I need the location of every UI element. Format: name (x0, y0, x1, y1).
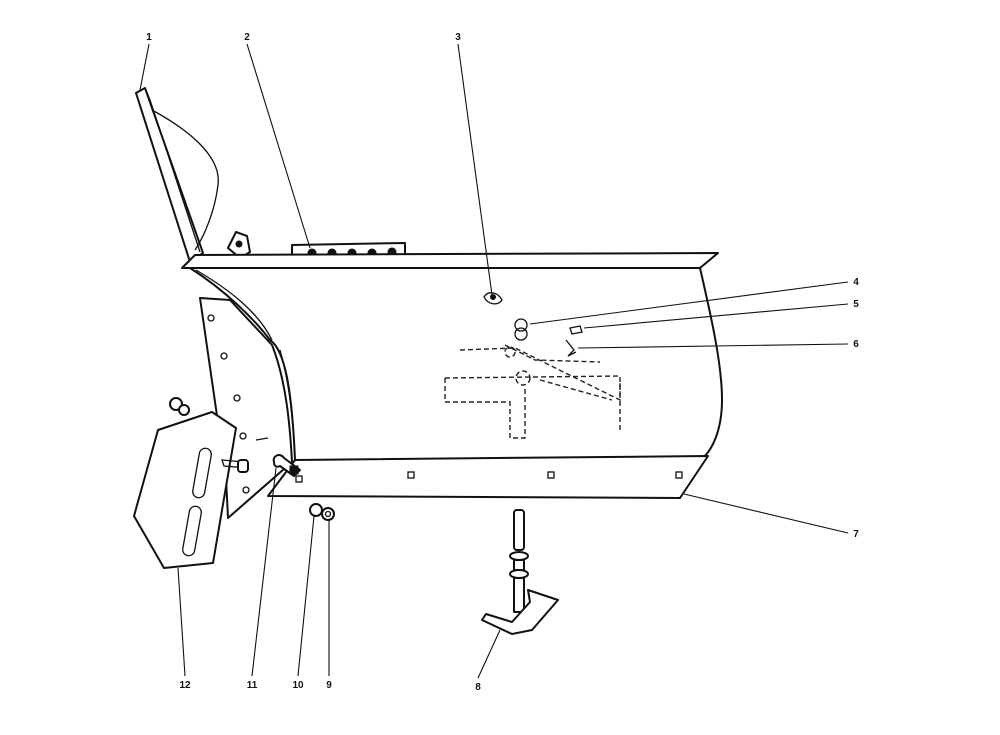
part-6-clip (565, 339, 577, 357)
leader-2 (246, 43, 311, 249)
leader-lines (139, 43, 849, 679)
leader-3 (457, 43, 493, 296)
leader-7 (683, 493, 849, 534)
part-11-carriage-bolt (272, 454, 301, 477)
leader-10 (297, 515, 315, 677)
part-8-stand (481, 509, 559, 635)
leader-4 (529, 281, 849, 325)
leader-1 (139, 43, 150, 91)
leader-5 (583, 303, 849, 329)
part-4-spring (514, 318, 528, 341)
shoe-nut-washer (169, 397, 190, 416)
part-1-deflector (135, 87, 219, 263)
callout-8: 8 (475, 682, 481, 693)
shoe-bolt (221, 459, 250, 473)
part-10-lock-washer (309, 503, 323, 517)
callout-labels: 1 2 3 4 5 6 7 8 9 10 11 12 (146, 32, 859, 693)
hidden-a-frame (444, 344, 621, 439)
leader-6 (577, 343, 849, 349)
part-7-cutting-edge (267, 455, 709, 499)
callout-6: 6 (853, 339, 859, 350)
leader-11 (251, 467, 277, 677)
callout-2: 2 (244, 32, 250, 43)
part-3-mount-bolt (483, 292, 503, 305)
callout-9: 9 (326, 680, 332, 691)
leader-12 (177, 567, 186, 677)
part-12-shoe-plate (133, 411, 237, 569)
leader-8 (477, 629, 501, 679)
callout-3: 3 (455, 32, 461, 43)
callout-11: 11 (247, 680, 258, 691)
part-5-pin (569, 325, 583, 335)
callout-10: 10 (292, 680, 304, 691)
part-9-nut (321, 507, 335, 521)
left-end-plate (199, 297, 293, 519)
callout-4: 4 (853, 277, 859, 288)
callout-5: 5 (853, 299, 859, 310)
callout-7: 7 (853, 529, 859, 540)
callout-1: 1 (146, 32, 152, 43)
callout-12: 12 (179, 680, 191, 691)
